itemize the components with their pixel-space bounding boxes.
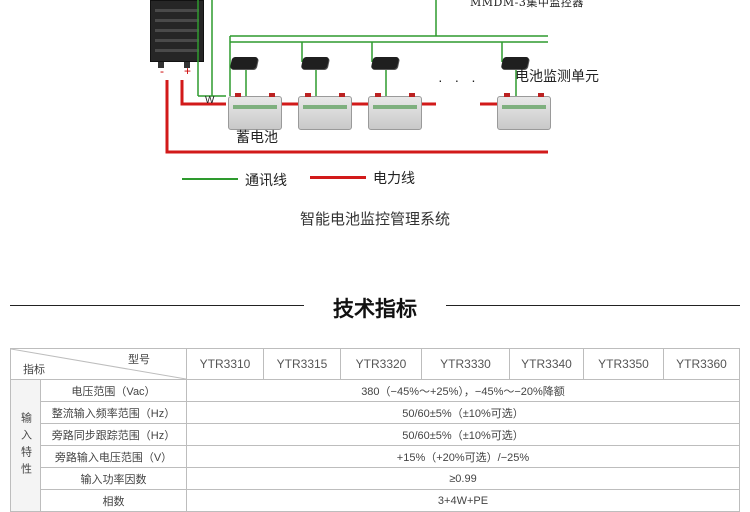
legend-comm-label: 通讯线 <box>245 172 287 188</box>
ups-cabinet <box>150 0 204 62</box>
model-header: YTR3310 <box>186 348 264 380</box>
param-value: 3+4W+PE <box>186 489 740 512</box>
battery-monitor-icon <box>229 57 259 69</box>
model-header: YTR3315 <box>263 348 341 380</box>
table-row: 输入特性 电压范围（Vac） 380（−45%～+25%），−45%～−20%降… <box>10 379 740 512</box>
param-value: +15%（+20%可选）/−25% <box>186 445 740 468</box>
battery-icon <box>228 93 282 130</box>
param-value: 380（−45%～+25%），−45%～−20%降额 <box>186 379 740 402</box>
title-rule-right <box>446 305 740 306</box>
param-name: 旁路输入电压范围（V） <box>40 445 187 468</box>
model-header: YTR3360 <box>663 348 740 380</box>
battery-monitor-icon <box>370 57 400 69</box>
corner-cell: 型号 指标 <box>10 348 187 380</box>
mmdm-label: MMDM-3集中监控器 <box>470 0 584 9</box>
param-name: 相数 <box>40 489 187 512</box>
ellipsis-dots: · · · <box>438 72 480 88</box>
model-header: YTR3340 <box>509 348 584 380</box>
param-value: ≥0.99 <box>186 467 740 490</box>
model-header: YTR3350 <box>583 348 664 380</box>
battery-icon <box>497 93 551 130</box>
param-value: 50/60±5%（±10%可选） <box>186 401 740 424</box>
param-name: 输入功率因数 <box>40 467 187 490</box>
param-name: 整流输入频率范围（Hz） <box>40 401 187 424</box>
table-header-row: 型号 指标 YTR3310 YTR3315 YTR3320 YTR3330 YT… <box>10 348 740 380</box>
table-row: 旁路同步跟踪范围（Hz） 50/60±5%（±10%可选） <box>11 423 740 446</box>
monitor-unit-label: 电池监测单元 <box>515 68 599 84</box>
param-name: 电压范围（Vac） <box>40 379 187 402</box>
legend-power-label: 电力线 <box>373 170 415 186</box>
model-header: YTR3330 <box>421 348 510 380</box>
battery-monitor-icon <box>300 57 330 69</box>
section-title: 技术指标 <box>333 297 417 321</box>
table-row: 输入功率因数 ≥0.99 <box>11 467 740 490</box>
battery-icon <box>298 93 352 130</box>
corner-model-label: 型号 <box>128 354 150 366</box>
table-row: 相数 3+4W+PE <box>11 489 740 512</box>
table-row: 旁路输入电压范围（V） +15%（+20%可选）/−25% <box>11 445 740 468</box>
title-rule-left <box>10 305 304 306</box>
w-mark: W <box>205 95 215 106</box>
table-row: 整流输入频率范围（Hz） 50/60±5%（±10%可选） <box>11 401 740 424</box>
power-line-swatch <box>310 176 366 179</box>
corner-metric-label: 指标 <box>23 364 45 376</box>
diagram-caption: 智能电池监控管理系统 <box>299 211 450 228</box>
input-characteristics-group: 输入特性 <box>10 379 41 512</box>
wiring-diagram <box>165 0 548 154</box>
model-header: YTR3320 <box>340 348 422 380</box>
cabinet-feet <box>158 62 198 68</box>
comm-line-swatch <box>182 178 238 180</box>
battery-label: 蓄电池 <box>236 129 278 145</box>
minus-sign: - <box>160 64 164 78</box>
param-name: 旁路同步跟踪范围（Hz） <box>40 423 187 446</box>
param-value: 50/60±5%（±10%可选） <box>186 423 740 446</box>
battery-icon <box>368 93 422 130</box>
spec-table: 型号 指标 YTR3310 YTR3315 YTR3320 YTR3330 YT… <box>10 348 740 512</box>
plus-sign: + <box>184 64 192 78</box>
